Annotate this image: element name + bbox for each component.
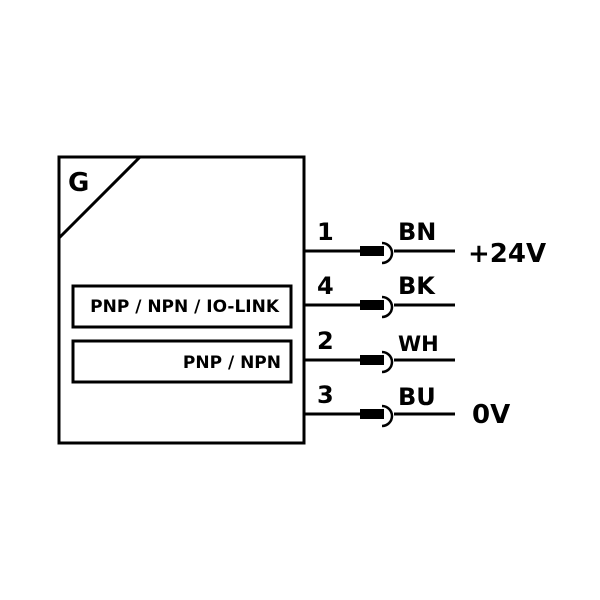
wire-pin-1: 1 BN +24V <box>304 218 546 269</box>
output-label-io-link: PNP / NPN / IO-LINK <box>90 297 280 317</box>
pin-number-4: 4 <box>317 272 334 300</box>
wire-pin-3: 3 BU 0V <box>304 381 510 430</box>
signal-label-24v: +24V <box>468 239 546 269</box>
wire-color-wh: WH <box>398 332 439 356</box>
wire-pin-2: 2 WH <box>304 327 455 374</box>
output-label-pnp-npn: PNP / NPN <box>183 353 281 373</box>
output-box-io-link <box>71 284 293 329</box>
wire-pin-4: 4 BK <box>304 272 455 319</box>
output-box-pnp-npn <box>71 339 293 384</box>
pin-number-3: 3 <box>317 381 334 409</box>
wire-color-bu: BU <box>398 383 436 411</box>
wire-color-bk: BK <box>398 272 436 300</box>
pin-number-1: 1 <box>317 218 334 246</box>
signal-label-0v: 0V <box>472 400 510 430</box>
device-housing <box>57 155 306 445</box>
pin-number-2: 2 <box>317 327 334 355</box>
wire-color-bn: BN <box>398 218 436 246</box>
corner-diagonal <box>57 155 142 240</box>
device-corner-label: G <box>68 168 89 198</box>
